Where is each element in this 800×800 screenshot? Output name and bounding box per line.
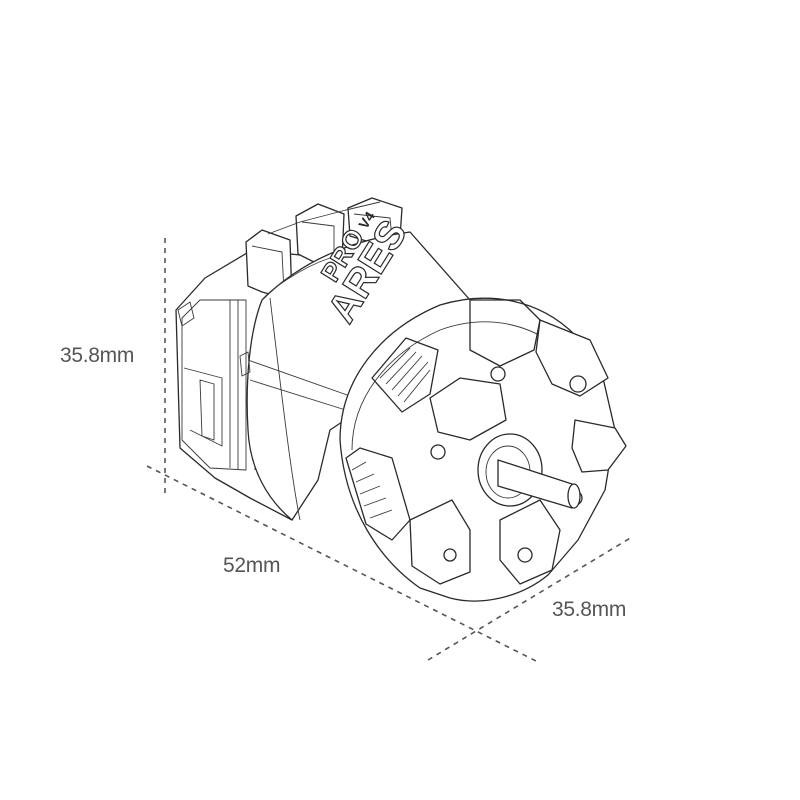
version-text: V4 xyxy=(355,208,378,231)
front-rib-side xyxy=(571,419,627,473)
front-rib-right xyxy=(535,319,609,397)
screw-hole-1 xyxy=(490,366,506,382)
length-dimension-label: 52mm xyxy=(223,554,280,577)
front-rib-lower xyxy=(409,499,471,585)
front-rib-upper xyxy=(429,377,507,441)
shaft-tip xyxy=(567,483,581,509)
front-rib-lower-right xyxy=(499,499,561,585)
length-dimension-line xyxy=(146,465,541,664)
vent-top xyxy=(371,337,439,413)
screw-hole-4 xyxy=(517,547,533,563)
height-dimension-label: 35.8mm xyxy=(60,344,134,367)
motor-illustration: ARES PRO V4 xyxy=(175,197,627,602)
screw-hole-3 xyxy=(430,444,446,460)
vent-top-right xyxy=(469,299,541,367)
front-end-bell xyxy=(339,297,627,602)
screw-hole-5 xyxy=(443,548,457,562)
width-dimension-label: 35.8mm xyxy=(552,598,626,621)
dimension-lines xyxy=(146,238,633,664)
screw-hole-2 xyxy=(569,375,587,393)
